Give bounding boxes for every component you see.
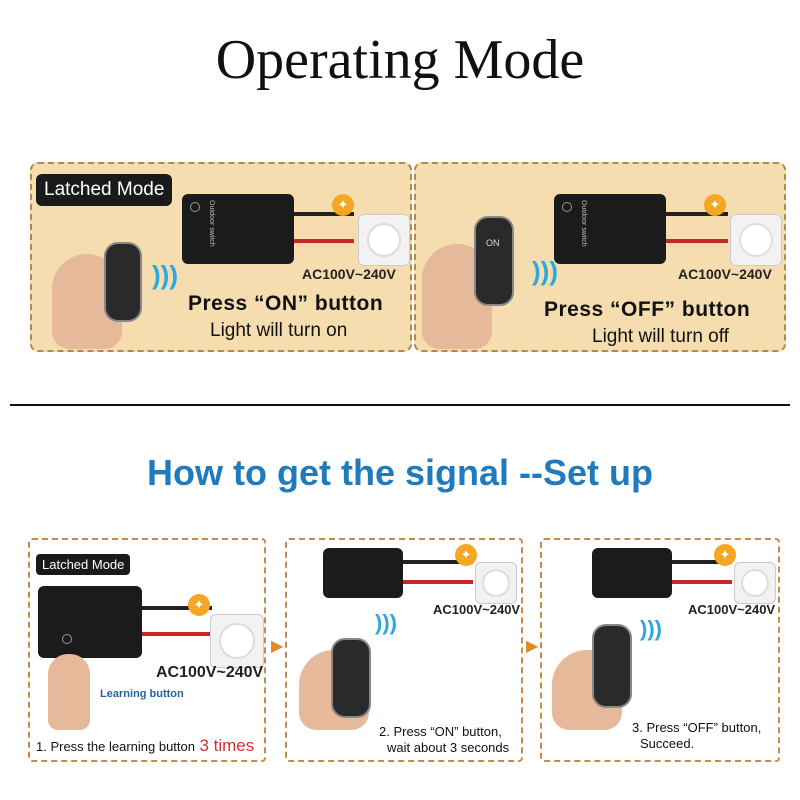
operating-off-panel: Outdoor switch ✦ AC100V~240V ON ))) Pres…: [414, 162, 786, 352]
signal-icon: ))): [375, 610, 397, 635]
switch-device: [323, 548, 403, 598]
signal-icon: ))): [640, 616, 662, 641]
wire: [666, 239, 728, 243]
device-label: Outdoor switch: [580, 200, 587, 247]
wire: [672, 560, 732, 564]
bulb-icon: ✦: [714, 544, 736, 566]
learning-button-icon: [62, 634, 72, 644]
latched-mode-badge: Latched Mode: [36, 554, 131, 575]
signal-icon: ))): [532, 256, 558, 286]
switch-device: [38, 586, 142, 658]
remote-icon: [331, 638, 371, 718]
setup-step-1: Latched Mode ✦ AC100V~240V Learning butt…: [28, 538, 266, 762]
voltage-label: AC100V~240V: [688, 602, 776, 617]
step-1-times: 3 times: [199, 736, 255, 755]
device-label: Outdoor switch: [208, 200, 215, 247]
socket-icon: [358, 214, 410, 266]
light-on-text: Light will turn on: [210, 320, 348, 341]
divider: [10, 404, 790, 406]
remote-icon: [592, 624, 632, 708]
setup-step-2: ✦ AC100V~240V ))) 2. Press “ON” button, …: [285, 538, 523, 762]
arrow-icon: ▶: [271, 638, 284, 655]
voltage-label: AC100V~240V: [678, 266, 772, 282]
voltage-label: AC100V~240V: [433, 602, 521, 617]
remote-icon: [104, 242, 142, 322]
bulb-icon: ✦: [704, 194, 726, 216]
operating-on-panel: Latched Mode Outdoor switch ✦ AC100V~240…: [30, 162, 412, 352]
socket-icon: [475, 562, 517, 604]
wire: [142, 606, 212, 610]
socket-icon: [210, 614, 264, 668]
bulb-icon: ✦: [332, 194, 354, 216]
learning-button-label: Learning button: [100, 688, 184, 700]
learning-button-icon: [190, 202, 200, 212]
step-2-line-2: wait about 3 seconds: [387, 740, 510, 755]
learning-button-icon: [562, 202, 572, 212]
bulb-icon: ✦: [188, 594, 210, 616]
switch-device: Outdoor switch: [554, 194, 666, 264]
remote-on-key: ON: [486, 238, 500, 248]
step-1-text: 1. Press the learning button: [36, 739, 195, 754]
voltage-label: AC100V~240V: [302, 266, 396, 282]
wire: [672, 580, 732, 584]
socket-icon: [730, 214, 782, 266]
socket-icon: [734, 562, 776, 604]
step-2-line-1: 2. Press “ON” button,: [379, 724, 502, 739]
press-off-text: Press “OFF” button: [544, 298, 751, 321]
wire: [142, 632, 212, 636]
step-3-line-2: Succeed.: [640, 736, 695, 751]
light-off-text: Light will turn off: [592, 326, 729, 347]
latched-mode-badge: Latched Mode: [36, 174, 173, 206]
wire: [294, 212, 354, 216]
switch-device: Outdoor switch: [182, 194, 294, 264]
setup-title: How to get the signal --Set up: [147, 452, 653, 493]
signal-icon: ))): [152, 260, 178, 290]
wire: [403, 560, 473, 564]
finger-icon: [48, 654, 90, 730]
switch-device: [592, 548, 672, 598]
setup-step-3: ✦ AC100V~240V ))) 3. Press “OFF” button,…: [540, 538, 780, 762]
step-1-instruction: 1. Press the learning button 3 times: [36, 736, 254, 756]
wire: [294, 239, 354, 243]
page-title: Operating Mode: [215, 29, 585, 91]
wire: [403, 580, 473, 584]
arrow-icon: ▶: [526, 638, 539, 655]
bulb-icon: ✦: [455, 544, 477, 566]
step-3-line-1: 3. Press “OFF” button,: [632, 720, 762, 735]
remote-icon: ON: [474, 216, 514, 306]
voltage-label: AC100V~240V: [156, 664, 264, 681]
wire: [666, 212, 728, 216]
press-on-text: Press “ON” button: [188, 292, 384, 315]
